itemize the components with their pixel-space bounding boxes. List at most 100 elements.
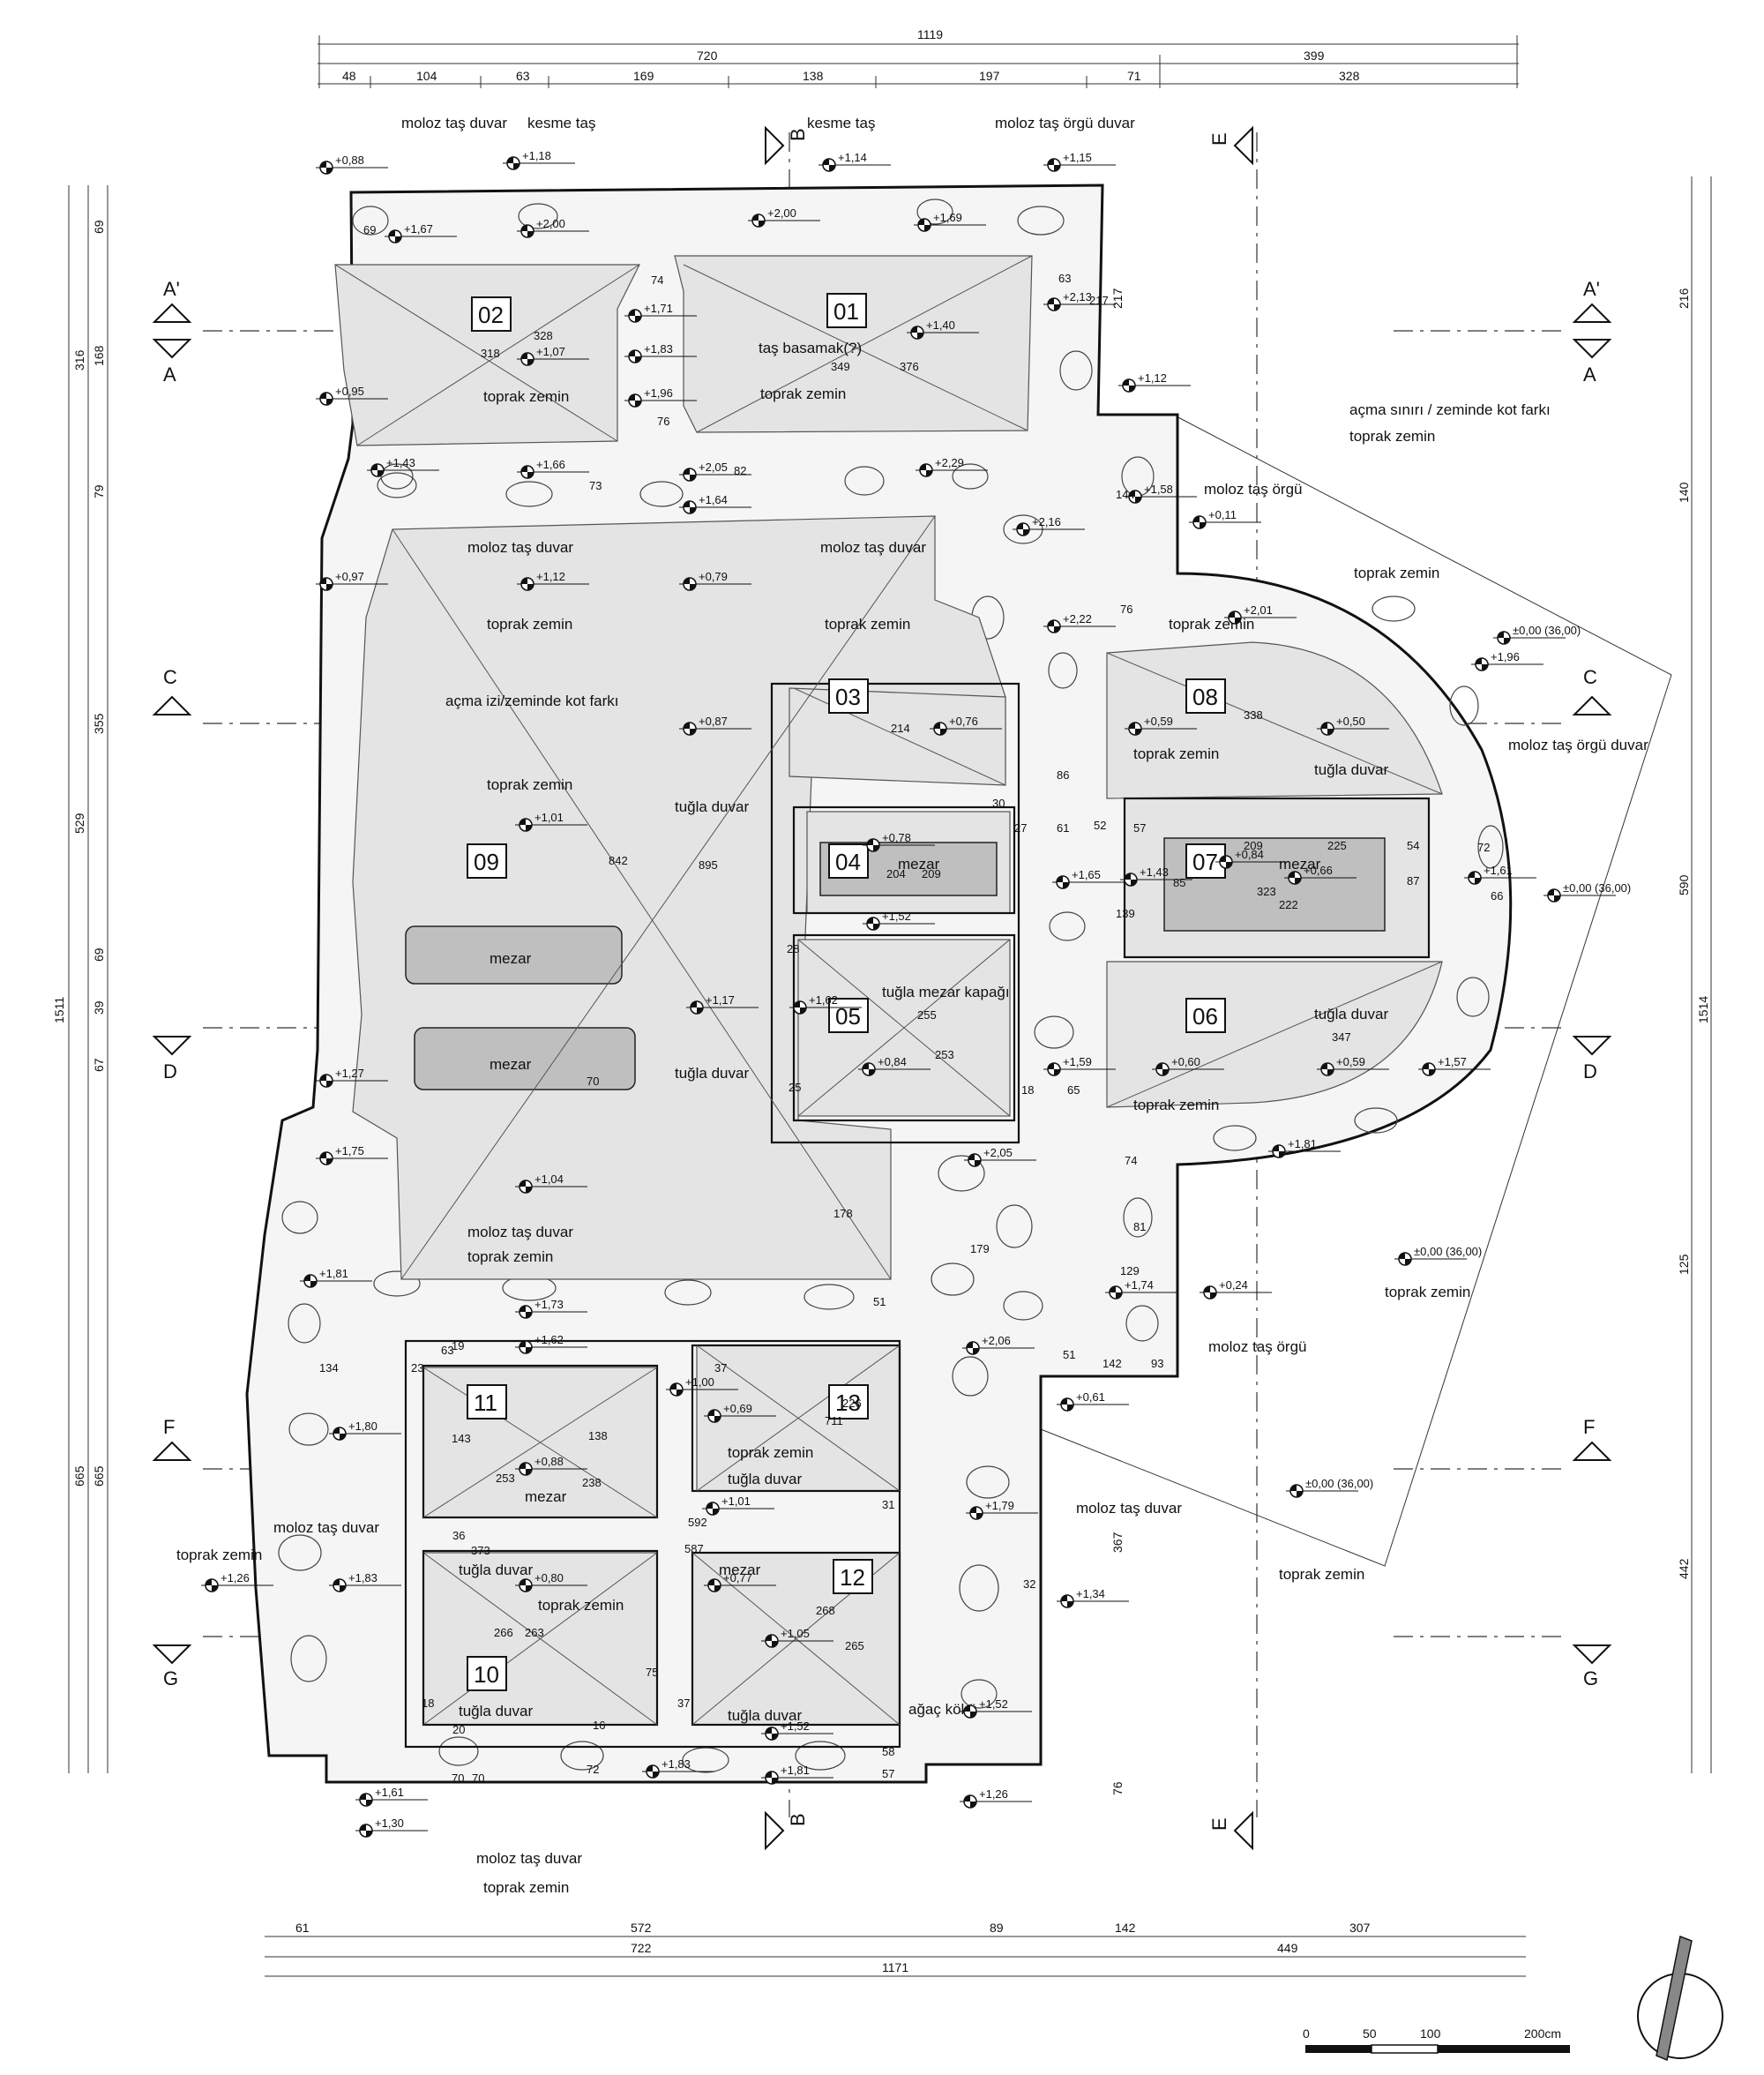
measurement-value: 129	[1120, 1264, 1140, 1277]
elevation-value: +0,77	[723, 1571, 752, 1584]
elevation-value: +2,00	[536, 217, 565, 230]
elevation-marker: +1,71	[624, 302, 697, 323]
grave-room-09-lower	[414, 1027, 636, 1090]
elevation-marker: +1,81	[1268, 1137, 1341, 1158]
measurement-value: 226	[842, 1397, 862, 1410]
label-moloz-tas-duvar-6: moloz taş duvar	[273, 1519, 379, 1536]
elevation-value: +0,87	[699, 715, 728, 728]
elevation-value: +1,52	[882, 910, 911, 923]
elevation-marker: +0,95	[316, 385, 388, 406]
svg-text:09: 09	[474, 849, 499, 875]
label-moloz-tas-orgu-duvar: moloz taş örgü duvar	[995, 115, 1135, 131]
elevation-marker: +0,66	[1284, 864, 1357, 885]
elevation-markers: +0,88+1,18+1,14+1,15+1,67+2,00+2,00+1,69…	[201, 149, 1631, 1838]
section-label-c-left: C	[163, 666, 177, 688]
elevation-marker: +2,16	[1013, 515, 1085, 536]
elevation-marker: +2,01	[1224, 603, 1297, 625]
dim-top-part-3: 63	[516, 69, 530, 83]
section-label-b-bottom: B	[787, 1813, 809, 1826]
elevation-marker: +1,12	[517, 570, 589, 591]
dim-left-part-1: 69	[92, 220, 106, 234]
elevation-marker: ±0,00 (36,00)	[1544, 881, 1631, 903]
measurement-value: 134	[319, 1361, 339, 1375]
elevation-marker: +1,69	[914, 211, 986, 232]
label-toprak-zemin-13: toprak zemin	[728, 1444, 813, 1461]
elevation-value: +1,15	[1063, 151, 1092, 164]
measurement-value: 63	[441, 1344, 453, 1357]
elevation-marker: +2,13	[1043, 290, 1116, 311]
measurement-value: 20	[452, 1723, 465, 1736]
dim-top-part-7: 71	[1127, 69, 1141, 83]
measurement-value: 265	[845, 1639, 864, 1652]
elevation-marker: +0,77	[704, 1571, 776, 1592]
elevation-marker: +2,00	[517, 217, 589, 238]
measurement-value: 209	[922, 867, 941, 880]
room-number-04: 04	[828, 843, 869, 879]
elevation-value: +1,12	[1138, 371, 1167, 385]
elevation-value: +1,14	[838, 151, 867, 164]
elevation-value: +1,07	[536, 345, 565, 358]
room-number-07: 07	[1185, 843, 1226, 879]
measurement-value: 31	[882, 1498, 894, 1511]
dim-top-part-2: 104	[416, 69, 437, 83]
right-dimensions: 216 140 590 125 442 1514 217 367 76	[1110, 176, 1712, 1795]
elevation-value: +2,16	[1032, 515, 1061, 528]
room-number-10: 10	[467, 1656, 507, 1691]
elevation-value: +1,43	[386, 456, 415, 469]
elevation-marker: +1,65	[1052, 868, 1125, 889]
measurement-value: 238	[582, 1476, 602, 1489]
elevation-marker: +1,27	[316, 1067, 388, 1088]
measurement-value: 25	[789, 1081, 801, 1094]
dim-bottom-part-4: 142	[1115, 1921, 1136, 1935]
measurement-value: 66	[1491, 889, 1503, 903]
elevation-marker: +1,17	[686, 993, 759, 1015]
label-moloz-tas-duvar-7: moloz taş duvar	[476, 1850, 582, 1867]
elevation-value: +1,52	[979, 1697, 1008, 1711]
dim-right-part-5: 442	[1677, 1558, 1691, 1579]
section-label-e-top: E	[1208, 132, 1230, 146]
elevation-value: ±0,00 (36,00)	[1414, 1245, 1482, 1258]
elevation-marker: +0,88	[515, 1455, 587, 1476]
label-mezar-04: mezar	[898, 856, 940, 873]
elevation-marker: +1,96	[624, 386, 697, 408]
elevation-marker: +2,05	[964, 1146, 1036, 1167]
elevation-value: +1,96	[644, 386, 673, 400]
dim-top-part-5: 138	[803, 69, 824, 83]
elevation-marker: +1,73	[515, 1298, 587, 1319]
room-number-01: 01	[826, 293, 867, 328]
measurement-value: 587	[684, 1542, 704, 1555]
bottom-dimensions: 61 572 89 142 307 722 449 1171	[265, 1921, 1526, 1977]
measurement-value: 76	[657, 415, 669, 428]
section-label-a-prime-right: A'	[1583, 278, 1600, 300]
scale-label-50: 50	[1363, 2026, 1377, 2041]
measurement-value: 32	[1023, 1577, 1035, 1591]
measurement-value: 376	[900, 360, 919, 373]
measurement-value: 36	[452, 1529, 465, 1542]
elevation-value: +0,50	[1336, 715, 1365, 728]
dim-inner-right-1: 217	[1110, 288, 1125, 309]
svg-text:13: 13	[835, 1390, 861, 1416]
elevation-marker: +1,14	[818, 151, 891, 172]
measurement-value: 328	[534, 329, 553, 342]
elevation-marker: +1,62	[789, 993, 862, 1015]
elevation-marker: +2,29	[916, 456, 988, 477]
scale-label-200cm: 200cm	[1524, 2026, 1561, 2041]
measurement-value: 72	[587, 1763, 599, 1776]
measurement-value: 73	[589, 479, 602, 492]
elevation-marker: +0,60	[1152, 1055, 1224, 1076]
elevation-value: +1,05	[781, 1627, 810, 1640]
elevation-marker: +1,05	[761, 1627, 833, 1648]
elevation-value: +2,13	[1063, 290, 1092, 303]
dim-left-group-1: 316	[72, 349, 86, 371]
label-mezar-12: mezar	[719, 1562, 761, 1578]
label-toprak-zemin-01: toprak zemin	[760, 386, 846, 402]
label-mezar-09a: mezar	[490, 950, 532, 967]
dim-bottom-part-2: 572	[631, 1921, 652, 1935]
elevation-value: +0,60	[1171, 1055, 1200, 1068]
elevation-marker: ±0,00 (36,00)	[1286, 1477, 1373, 1498]
elevation-marker: +1,34	[1057, 1587, 1129, 1608]
elevation-value: +1,30	[375, 1817, 404, 1830]
dim-top-part-8: 328	[1339, 69, 1360, 83]
measurement-value: 138	[588, 1429, 608, 1442]
elevation-marker: +0,88	[316, 154, 388, 175]
